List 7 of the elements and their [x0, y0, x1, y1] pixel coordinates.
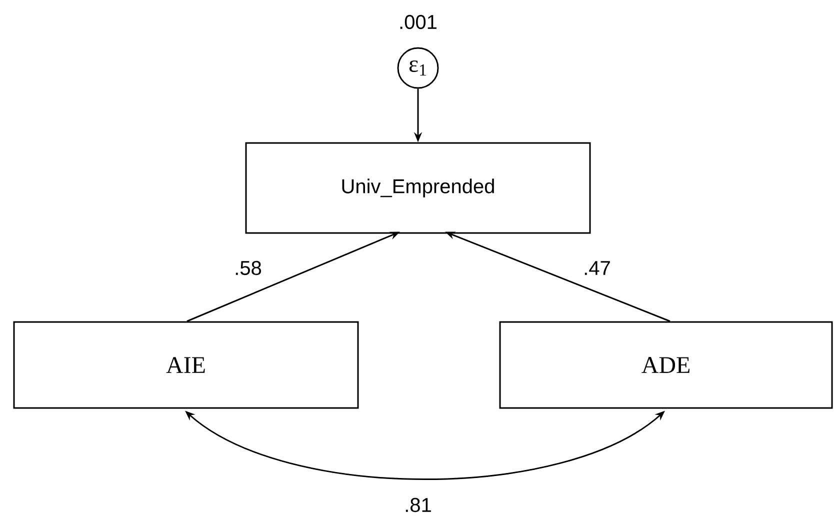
- variable-box: AIE: [13, 321, 359, 409]
- edge-label: .81: [403, 496, 433, 514]
- variable-box: ADE: [499, 321, 833, 409]
- variable-box: Univ_Emprended: [245, 142, 591, 234]
- edge-label: .58: [233, 260, 263, 276]
- edge-label: .47: [582, 260, 612, 276]
- value-label: .001: [400, 14, 436, 30]
